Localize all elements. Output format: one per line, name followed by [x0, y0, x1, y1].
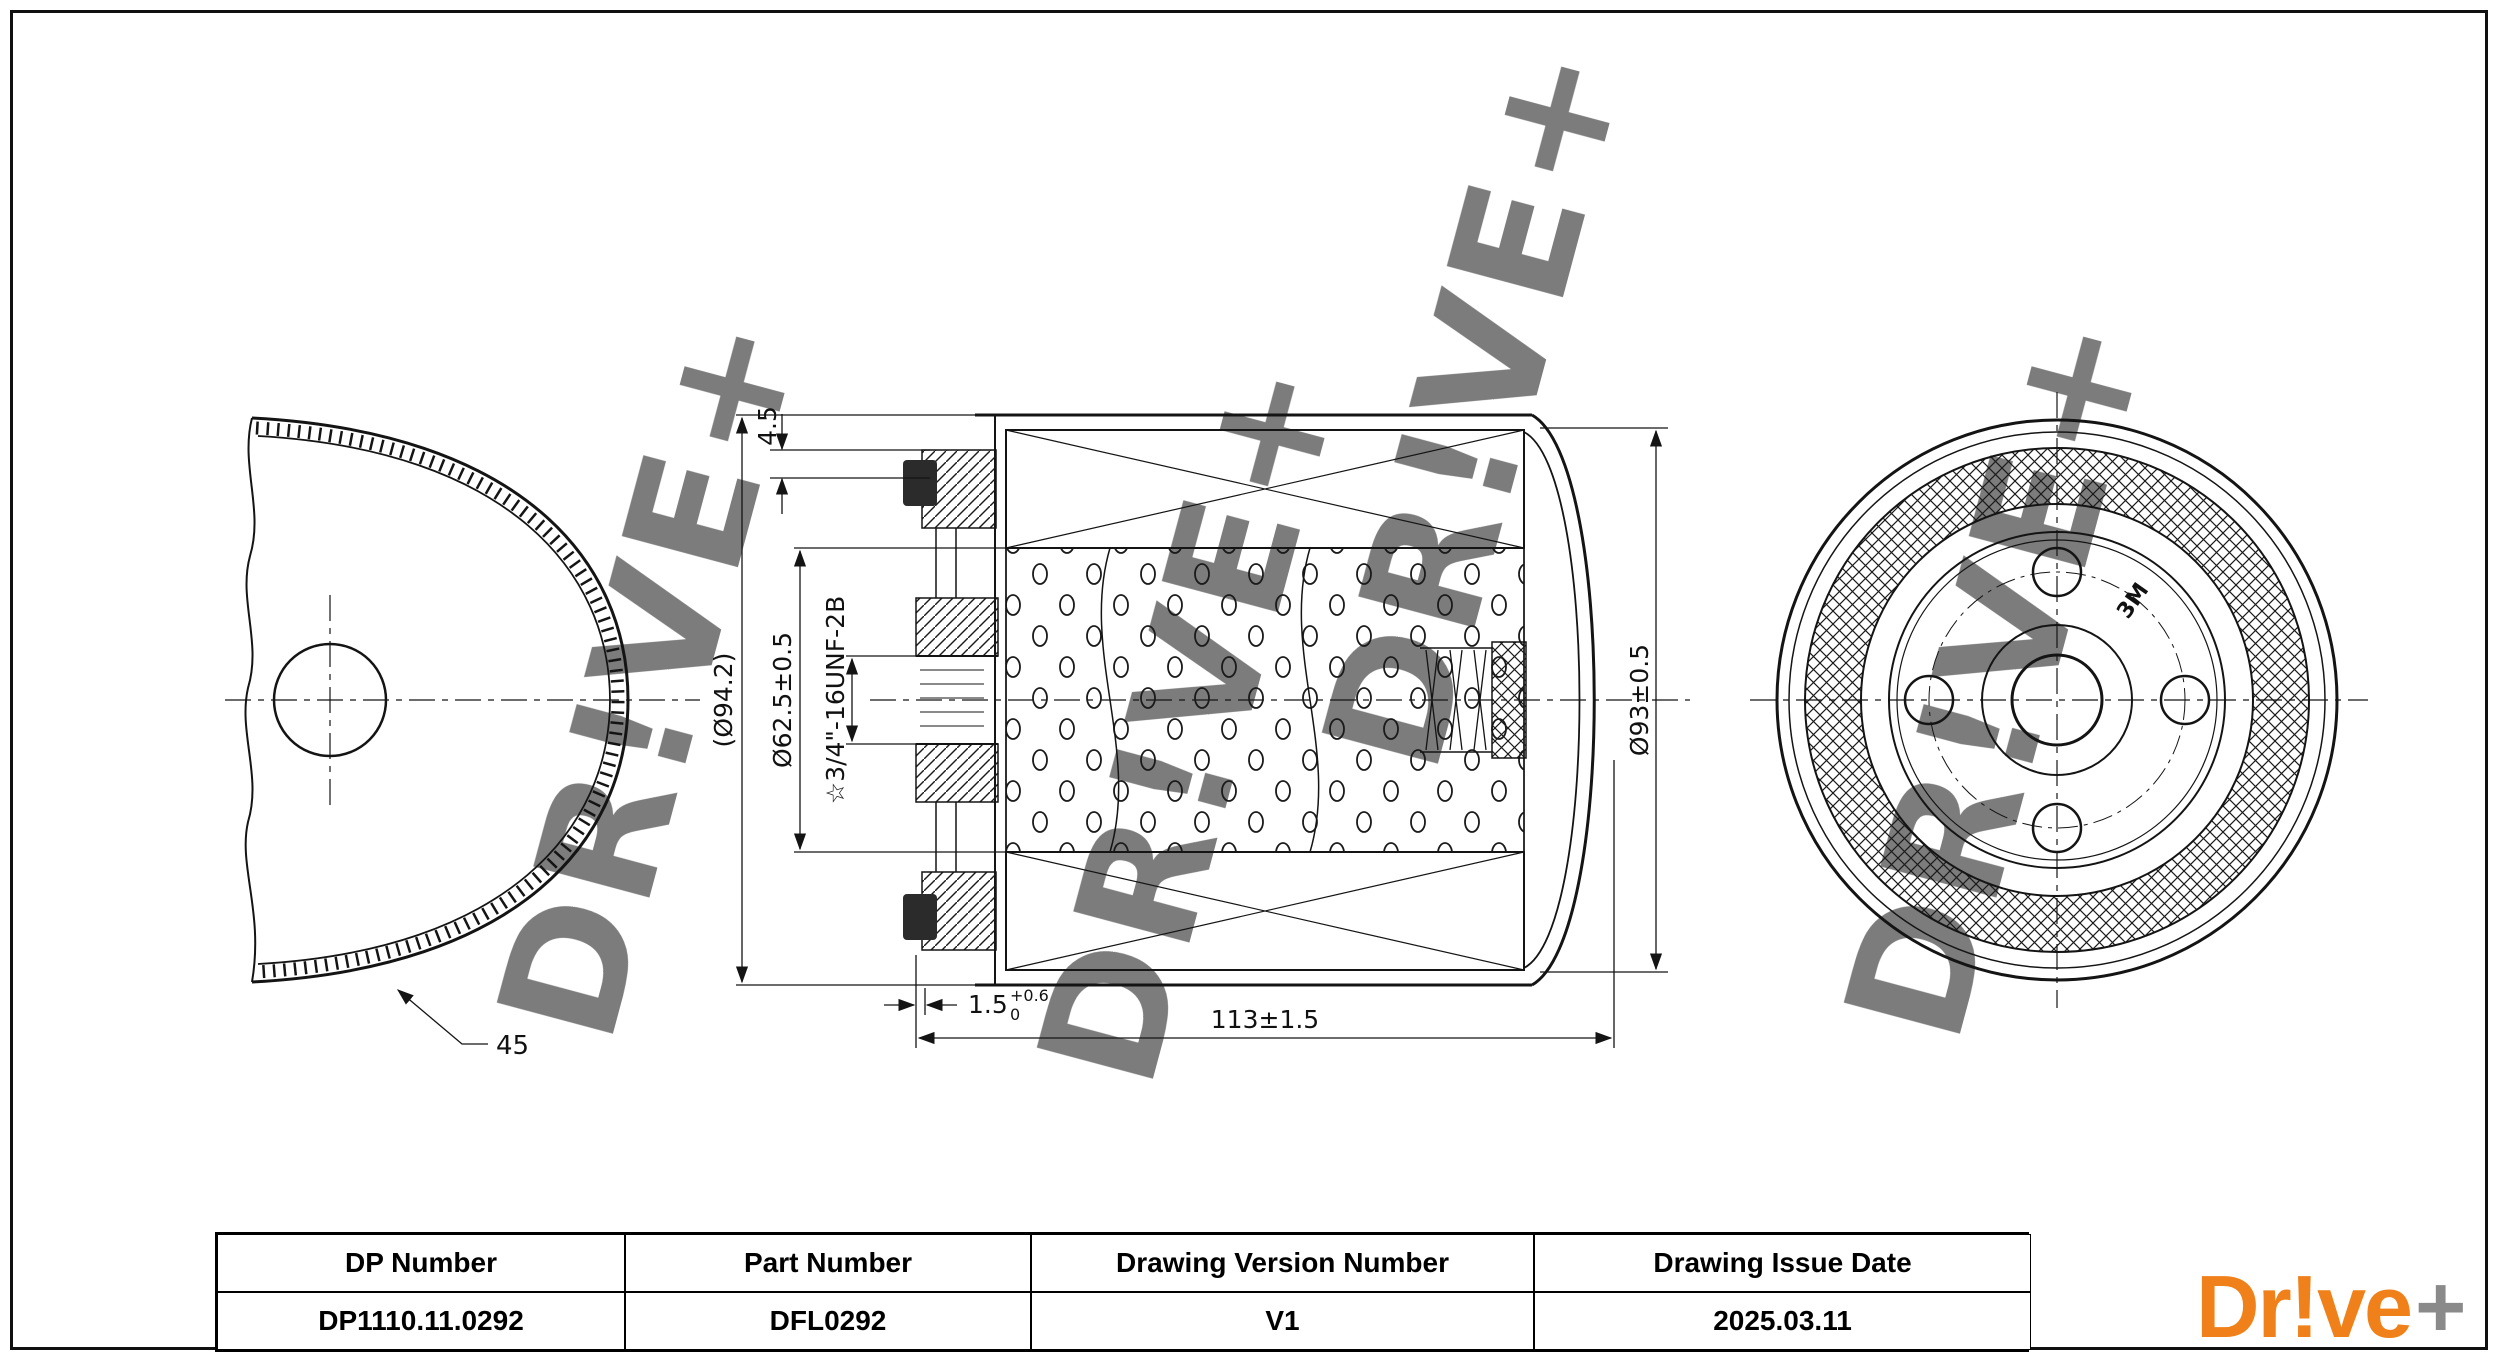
filter-element-perforations [1005, 547, 1525, 853]
brand-logo-plus: + [2414, 1257, 2466, 1356]
spring-assembly [1420, 641, 1527, 759]
brand-logo: Dr!ve+ [2196, 1262, 2466, 1352]
left-view-dome [225, 416, 700, 1045]
header-drawing-issue-date: Drawing Issue Date [1534, 1234, 2031, 1292]
value-part-number: DFL0292 [625, 1292, 1031, 1350]
header-part-number: Part Number [625, 1234, 1031, 1292]
dome-radius-label: 45 [496, 1031, 529, 1061]
end-view [1750, 392, 2368, 1008]
title-block: DP Number Part Number Drawing Version Nu… [215, 1232, 2031, 1352]
section-dimension-labels: 4.5 (Ø94.2) Ø62.5±0.5 ☆3/4"-16UNF-2B Ø93… [709, 406, 1654, 1034]
section-view [870, 413, 1690, 987]
seam-detail-bottom [903, 894, 937, 940]
section-dimensions [735, 414, 1668, 1048]
dim-flange-label: 4.5 [753, 406, 782, 446]
dim-shell-diameter-label: Ø93±0.5 [1625, 644, 1654, 756]
value-drawing-issue-date: 2025.03.11 [1534, 1292, 2031, 1350]
dim-gap-label: 1.5 [968, 990, 1008, 1019]
value-drawing-version-number: V1 [1031, 1292, 1534, 1350]
value-dp-number: DP1110.11.0292 [217, 1292, 625, 1350]
header-dp-number: DP Number [217, 1234, 625, 1292]
header-drawing-version-number: Drawing Version Number [1031, 1234, 1534, 1292]
thread-lines [920, 669, 984, 727]
inlet-hole [2159, 674, 2211, 726]
dim-thread-spec-label: ☆3/4"-16UNF-2B [821, 596, 850, 804]
dim-gap-tolerance-lower: 0 [1010, 1005, 1020, 1024]
brand-logo-text: Dr!ve [2196, 1257, 2413, 1356]
dim-outer-diameter-label: (Ø94.2) [709, 653, 738, 748]
seam-detail-top [903, 460, 937, 506]
dim-element-diameter-label: Ø62.5±0.5 [768, 632, 797, 768]
dim-gap-tolerance-upper: +0.6 [1010, 986, 1049, 1005]
dim-length-label: 113±1.5 [1211, 1005, 1319, 1034]
